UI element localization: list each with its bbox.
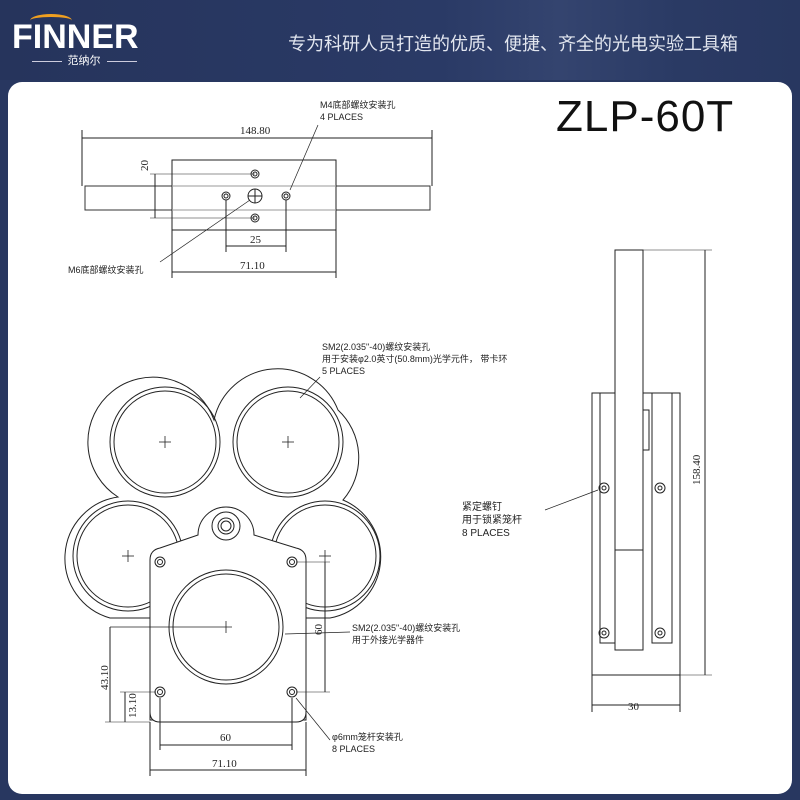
- note-sm2-1: SM2(2.035"-40)螺纹安装孔: [322, 341, 430, 352]
- dim-side-height: 158.40: [691, 454, 703, 485]
- note-screw-3: 8 PLACES: [462, 528, 510, 539]
- brand-cn: 范纳尔: [14, 52, 154, 68]
- brand-logo: FINNER: [12, 18, 139, 56]
- dim-body-width: 71.10: [240, 260, 265, 272]
- dim-height: 20: [139, 160, 151, 172]
- dim-cage-v: 60: [313, 624, 325, 636]
- dim-hole-height: 13.10: [127, 693, 139, 718]
- note-sm2-center-2: 用于外接光学器件: [352, 634, 424, 645]
- note-m6: M6底部螺纹安装孔: [68, 264, 144, 275]
- note-screw-2: 用于锁紧笼杆: [462, 513, 522, 526]
- front-view: [64, 368, 382, 776]
- model-number: ZLP-60T: [556, 92, 735, 141]
- note-m4-1: M4底部螺纹安装孔: [320, 99, 396, 110]
- note-sm2-2: 用于安装φ2.0英寸(50.8mm)光学元件， 带卡环: [322, 353, 507, 364]
- dim-front-width: 71.10: [212, 758, 237, 770]
- note-screw-1: 紧定螺钉: [462, 500, 502, 513]
- slogan: 专为科研人员打造的优质、便捷、齐全的光电实验工具箱: [288, 34, 738, 54]
- note-sm2-center-1: SM2(2.035"-40)螺纹安装孔: [352, 622, 460, 633]
- dim-cage-h: 60: [220, 732, 232, 744]
- note-cage-2: 8 PLACES: [332, 744, 375, 754]
- side-view: [544, 249, 712, 712]
- note-m4-2: 4 PLACES: [320, 112, 363, 122]
- header-banner: FINNER 范纳尔 专为科研人员打造的优质、便捷、齐全的光电实验工具箱: [0, 0, 800, 80]
- dim-center-height: 43.10: [99, 665, 111, 690]
- dim-side-depth: 30: [628, 701, 640, 713]
- dim-hole-spacing: 25: [250, 234, 262, 246]
- logo-arc: [30, 14, 72, 27]
- note-sm2-3: 5 PLACES: [322, 366, 365, 376]
- note-cage-1: φ6mm笼杆安装孔: [332, 731, 403, 742]
- dim-overall-length: 148.80: [240, 125, 271, 137]
- top-view: [81, 124, 433, 278]
